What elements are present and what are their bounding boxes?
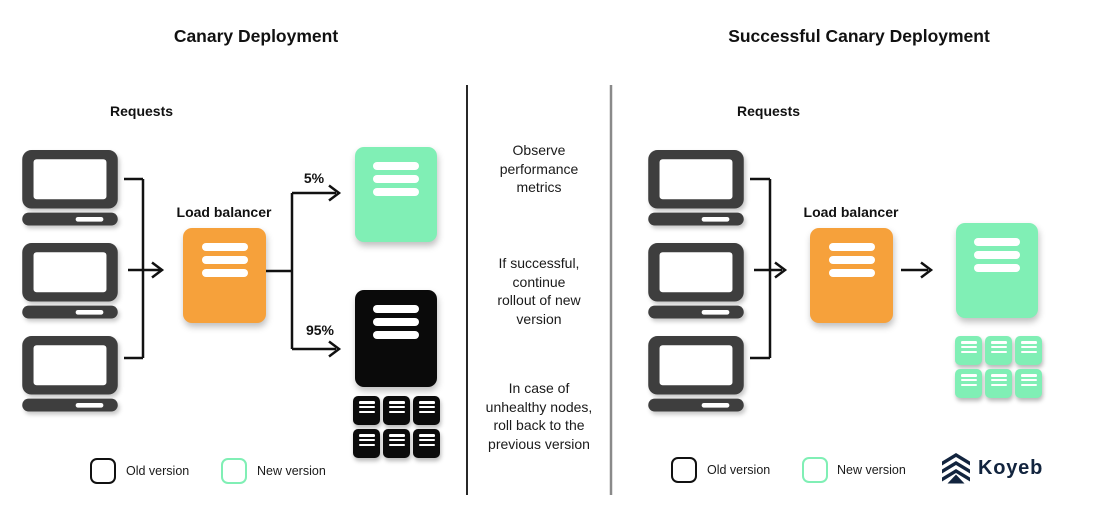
koyeb-chevrons-icon bbox=[942, 453, 970, 484]
koyeb-logo: Koyeb bbox=[941, 453, 1043, 484]
server-tile bbox=[985, 336, 1012, 365]
legend-new-version-label: New version bbox=[837, 463, 906, 477]
client-laptop-icon bbox=[648, 243, 744, 319]
server-tile bbox=[413, 429, 440, 458]
legend-old-version-swatch bbox=[90, 458, 116, 484]
right-panel-title: Successful Canary Deployment bbox=[728, 26, 990, 46]
server-tile bbox=[413, 396, 440, 425]
legend-new-version-label: New version bbox=[257, 464, 326, 478]
old-version-node-grid bbox=[353, 396, 440, 458]
legend-new-version-swatch bbox=[221, 458, 247, 484]
server-tile bbox=[383, 396, 410, 425]
left-requests-label: Requests bbox=[110, 103, 174, 119]
server-tile bbox=[955, 369, 982, 398]
right-client-bracket bbox=[750, 177, 788, 360]
client-laptop-icon bbox=[22, 336, 118, 412]
server-tile bbox=[353, 396, 380, 425]
right-rollout-arrow bbox=[901, 261, 934, 279]
left-load-balancer-label: Load balancer bbox=[176, 204, 272, 220]
new-version-server-box bbox=[355, 147, 437, 242]
client-laptop-icon bbox=[22, 150, 118, 226]
koyeb-wordmark: Koyeb bbox=[978, 457, 1044, 479]
new-version-server-box bbox=[956, 223, 1038, 318]
server-tile bbox=[955, 336, 982, 365]
stable-percent-label: 95% bbox=[305, 322, 335, 338]
right-load-balancer-label: Load balancer bbox=[803, 204, 899, 220]
client-laptop-icon bbox=[648, 336, 744, 412]
step-continue-rollout: If successful, continue rollout of new v… bbox=[497, 255, 581, 327]
canary-percent-label: 5% bbox=[303, 170, 325, 186]
legend-old-version-label: Old version bbox=[126, 464, 190, 478]
left-panel-title: Canary Deployment bbox=[173, 26, 339, 46]
new-version-node-grid bbox=[955, 336, 1042, 398]
step-rollback: In case of unhealthy nodes, roll back to… bbox=[485, 380, 593, 452]
server-tile bbox=[353, 429, 380, 458]
server-tile bbox=[1015, 336, 1042, 365]
legend-old-version-swatch bbox=[671, 457, 697, 483]
client-laptop-icon bbox=[22, 243, 118, 319]
old-version-server-box bbox=[355, 290, 437, 387]
load-balancer-box bbox=[183, 228, 266, 323]
server-tile bbox=[985, 369, 1012, 398]
step-observe-metrics: Observe performance metrics bbox=[499, 142, 579, 195]
client-laptop-icon bbox=[648, 150, 744, 226]
legend-new-version-swatch bbox=[802, 457, 828, 483]
load-balancer-box bbox=[810, 228, 893, 323]
legend-old-version-label: Old version bbox=[707, 463, 771, 477]
server-tile bbox=[1015, 369, 1042, 398]
right-requests-label: Requests bbox=[737, 103, 801, 119]
server-tile bbox=[383, 429, 410, 458]
